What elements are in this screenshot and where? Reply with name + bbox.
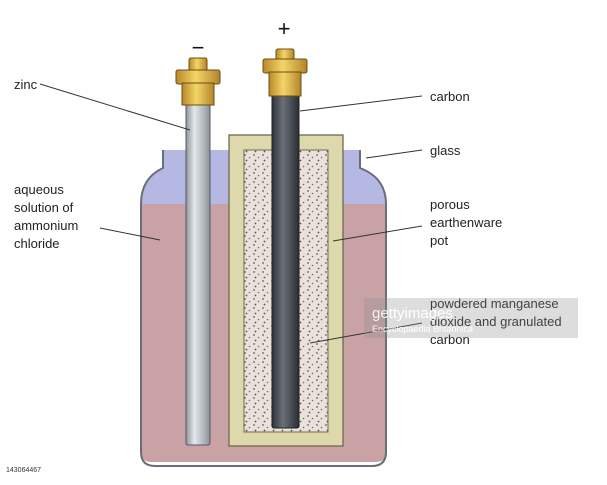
zinc-leader [39,83,191,131]
mix-leader [309,322,423,344]
watermark-brand: gettyimages [372,305,453,322]
positive-terminal-sign: + [278,16,291,41]
negative-terminal-sign: − [192,35,205,60]
label-zinc: zinc [14,77,38,92]
label-pot: porous earthenware pot [430,197,506,248]
pot-leader [332,225,423,242]
stock-id: 143064467 [6,467,41,474]
carbon-terminal-cap [262,48,308,97]
solution-leader [99,227,161,241]
zinc-terminal-cap [175,57,221,106]
label-glass: glass [430,143,461,158]
label-mix: powdered manganese dioxide and granulate… [430,296,565,347]
carbon-leader [299,95,423,112]
stock-watermark: gettyimages Encyclopaedia Britannica [364,298,578,338]
watermark-credit: Encyclopaedia Britannica [372,324,473,334]
zinc-rod [185,101,211,446]
label-solution: aqueous solution of ammonium chloride [14,182,82,251]
glass-jar [140,150,387,467]
label-carbon: carbon [430,89,470,104]
carbon-rod [271,91,300,429]
glass-leader [365,149,423,159]
